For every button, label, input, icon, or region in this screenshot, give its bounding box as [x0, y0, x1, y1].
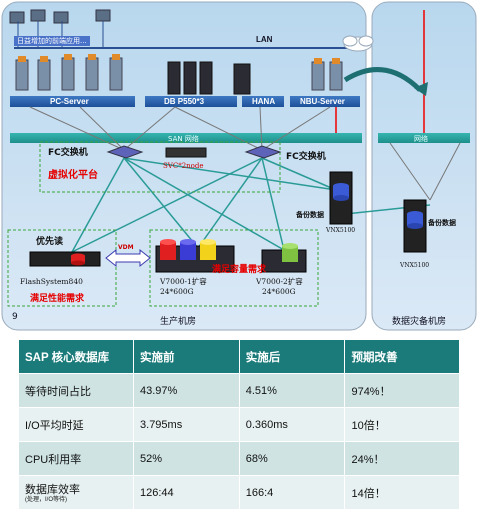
metric-cell: CPU利用率 [19, 441, 135, 476]
after-cell: 4.51% [239, 373, 346, 408]
frontend-note: 日益增加的前端应用... [14, 36, 90, 46]
fc-switch-right-icon [244, 145, 282, 159]
flash-box [7, 229, 117, 307]
improvement-cell: 24%！ [344, 441, 460, 476]
vnx-left-icon [329, 171, 353, 225]
pc-server-label: PC-Server [50, 97, 89, 106]
table-row: CPU利用率 52% 68% 24%！ [19, 441, 460, 476]
table-row: 数据库效率 (处理，I/O等待) 126:44 166:4 14倍！ [19, 475, 460, 509]
hana-bar [242, 96, 284, 107]
header-after: 实施后 [239, 340, 346, 374]
after-cell: 68% [239, 441, 346, 476]
page-number: 9 [12, 312, 18, 322]
san-label: SAN 网络 [168, 135, 199, 143]
svc-label: SVC*2node [163, 162, 204, 170]
v7000-1-icon [155, 239, 235, 273]
vdm-label: VDM [118, 244, 134, 251]
header-metric: SAP 核心数据库 [19, 340, 135, 374]
pc-server-bar [10, 96, 135, 107]
nbu-server-label: NBU-Server [300, 97, 345, 106]
after-cell: 166:4 [239, 475, 346, 509]
improvement-cell: 974%！ [344, 373, 460, 408]
vnx-right-label: VNX5100 [400, 262, 430, 269]
metric-cell: I/O平均时延 [19, 407, 135, 442]
nbu-server-icon [311, 58, 343, 91]
fc-switch-left-label: FC交换机 [48, 148, 88, 158]
backup-data-left: 备份数据 [296, 211, 324, 219]
v7000-2-capacity: 24*600G [262, 287, 296, 296]
priority-read-label: 优先读 [36, 237, 64, 247]
dr-room-label: 数据灾备机房 [392, 317, 447, 327]
db-server-bar [145, 96, 237, 107]
capacity-need-label: 满足容量需求 [212, 265, 267, 275]
metric-cell: 等待时间占比 [19, 373, 135, 408]
metric-sublabel: (处理，I/O等待) [25, 497, 67, 503]
table-header-row: SAP 核心数据库 实施前 实施后 预期改善 [19, 340, 460, 374]
before-cell: 52% [133, 441, 240, 476]
vdm-arrow-icon [105, 248, 151, 268]
dr-network-label: 网络 [414, 135, 428, 143]
san-bar [10, 133, 362, 143]
v7000-2-icon [261, 243, 307, 273]
svc-icon [165, 147, 207, 158]
production-room-label: 生产机房 [160, 317, 197, 327]
v7000-1-label: V7000-1扩容 [160, 277, 207, 286]
cloud-icon [342, 35, 374, 52]
before-cell: 43.97% [133, 373, 240, 408]
nbu-server-bar [290, 96, 360, 107]
hana-server-icon [233, 63, 251, 95]
backup-data-right: 备份数据 [428, 219, 456, 227]
v7000-box [149, 229, 319, 307]
before-cell: 126:44 [133, 475, 240, 509]
architecture-diagram [1, 1, 477, 331]
fc-switch-left-icon [106, 145, 144, 159]
pc-server-rack-icons [15, 54, 123, 91]
metric-cell: 数据库效率 (处理，I/O等待) [19, 475, 135, 509]
v7000-1-capacity: 24*600G [160, 287, 194, 296]
improvement-cell: 10倍！ [344, 407, 460, 442]
table-row: I/O平均时延 3.795ms 0.360ms 10倍！ [19, 407, 460, 442]
flashsystem-icon [29, 251, 101, 267]
lan-label: LAN [256, 35, 273, 44]
improvement-cell: 14倍！ [344, 475, 460, 509]
virtualization-box [39, 141, 281, 193]
v7000-2-label: V7000-2扩容 [256, 277, 303, 286]
virtualization-label: 虚拟化平台 [48, 170, 98, 181]
flashsystem-label: FlashSystem840 [20, 277, 83, 286]
vnx-left-label: VNX5100 [326, 227, 356, 234]
header-improvement: 预期改善 [344, 340, 460, 374]
performance-need-label: 满足性能需求 [30, 294, 85, 304]
db-server-icons [167, 61, 213, 95]
comparison-table: SAP 核心数据库 实施前 实施后 预期改善 等待时间占比 43.97% 4.5… [19, 340, 460, 509]
table-row: 等待时间占比 43.97% 4.51% 974%！ [19, 373, 460, 408]
db-server-label: DB P550*3 [164, 97, 205, 106]
metric-label: 数据库效率 [25, 484, 80, 496]
header-before: 实施前 [133, 340, 240, 374]
dr-network-bar [378, 133, 470, 143]
fc-switch-right-label: FC交换机 [286, 152, 326, 162]
vnx-right-icon [403, 199, 427, 253]
dr-room-panel [371, 1, 477, 331]
after-cell: 0.360ms [239, 407, 346, 442]
before-cell: 3.795ms [133, 407, 240, 442]
hana-label: HANA [252, 97, 276, 106]
